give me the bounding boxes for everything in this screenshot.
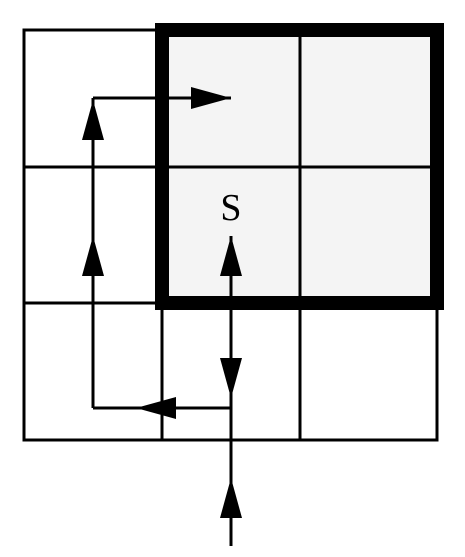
start-cell-label: S [220, 187, 241, 229]
highlighted-region-border [155, 23, 444, 310]
